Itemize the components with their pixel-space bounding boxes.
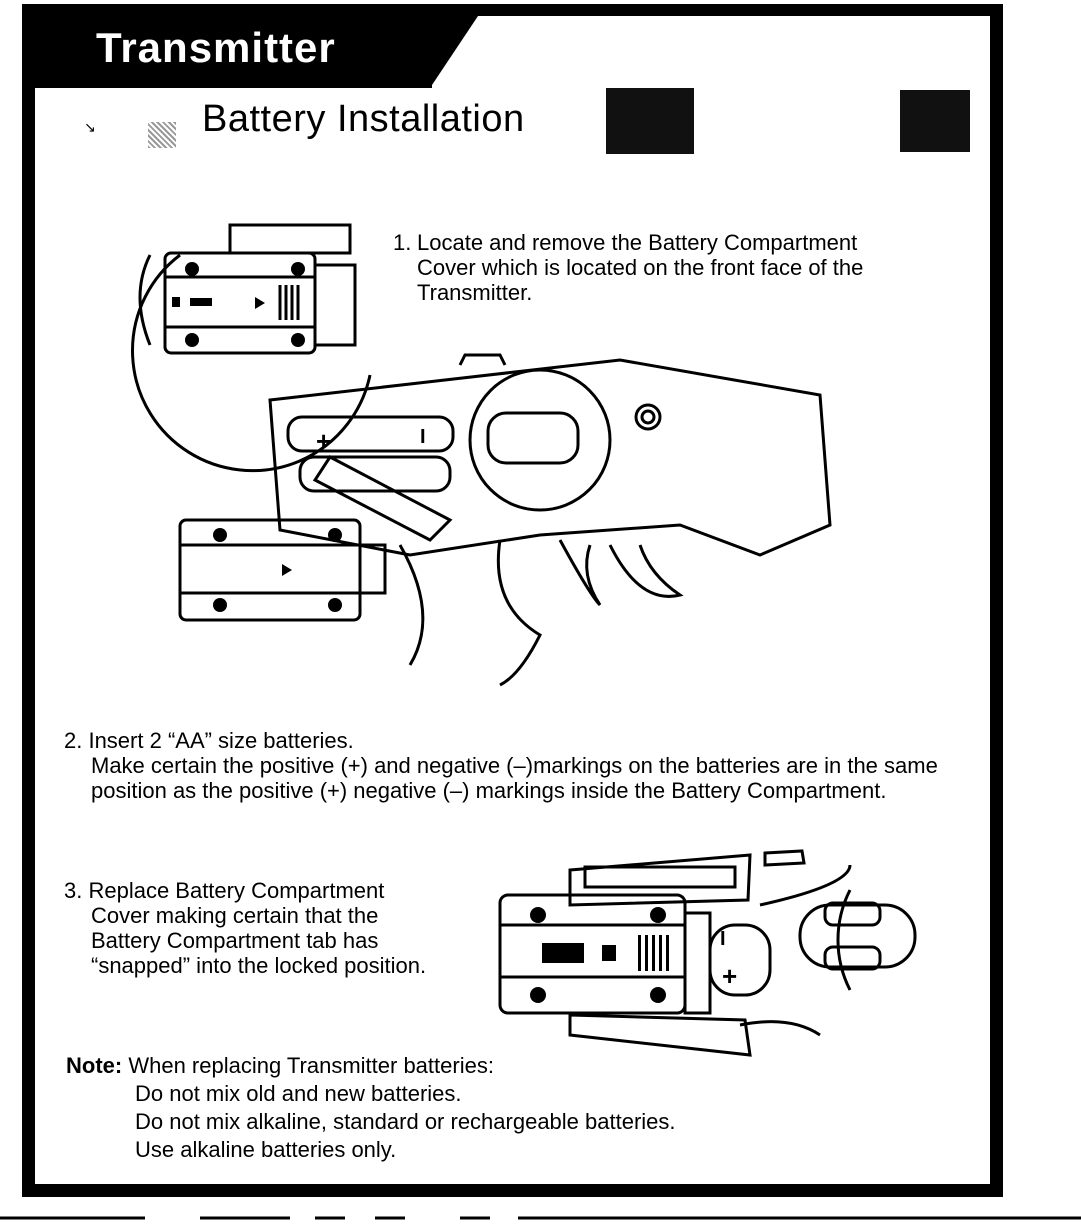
header-banner bbox=[22, 4, 432, 88]
step-3-body: Cover making certain that the Battery Co… bbox=[91, 903, 427, 978]
step-2-body: Make certain the positive (+) and negati… bbox=[91, 753, 938, 803]
halftone-mark bbox=[148, 122, 176, 148]
section-title: Battery Installation bbox=[202, 98, 525, 140]
footer-scan-marks bbox=[0, 1216, 1081, 1220]
header-banner-tab bbox=[430, 4, 486, 88]
step-3: 3. Replace Battery Compartment Cover mak… bbox=[64, 878, 444, 978]
note-item: Use alkaline batteries only. bbox=[135, 1137, 397, 1162]
page-title: Transmitter bbox=[96, 24, 336, 71]
battery-plus-label: + bbox=[316, 426, 331, 456]
step-1-text: Locate and remove the Battery Compartmen… bbox=[417, 230, 864, 305]
corner-block-decoration bbox=[900, 90, 970, 152]
step-2: 2. Insert 2 “AA” size batteries. Make ce… bbox=[64, 728, 944, 803]
cover-minus-label: I bbox=[720, 928, 726, 950]
cover-plus-label: + bbox=[722, 961, 737, 991]
note-item: Do not mix alkaline, standard or recharg… bbox=[135, 1109, 676, 1134]
corner-tick-icon: ↘ bbox=[84, 119, 96, 135]
step-3-heading: 3. Replace Battery Compartment bbox=[64, 878, 385, 903]
step-2-heading: 2. Insert 2 “AA” size batteries. bbox=[64, 728, 354, 753]
note-block: Note: When replacing Transmitter batteri… bbox=[66, 1052, 676, 1164]
step-1-number: 1. bbox=[393, 230, 412, 255]
title-block-decoration bbox=[606, 88, 694, 154]
step-1: 1. Locate and remove the Battery Compart… bbox=[393, 230, 913, 305]
cover-closed-illustration: I + bbox=[498, 849, 917, 1057]
battery-minus-label: I bbox=[420, 426, 426, 448]
note-item: Do not mix old and new batteries. bbox=[135, 1081, 462, 1106]
note-intro: When replacing Transmitter batteries: bbox=[128, 1053, 494, 1078]
transmitter-illustration: + I bbox=[131, 223, 832, 687]
note-label: Note: bbox=[66, 1053, 123, 1078]
